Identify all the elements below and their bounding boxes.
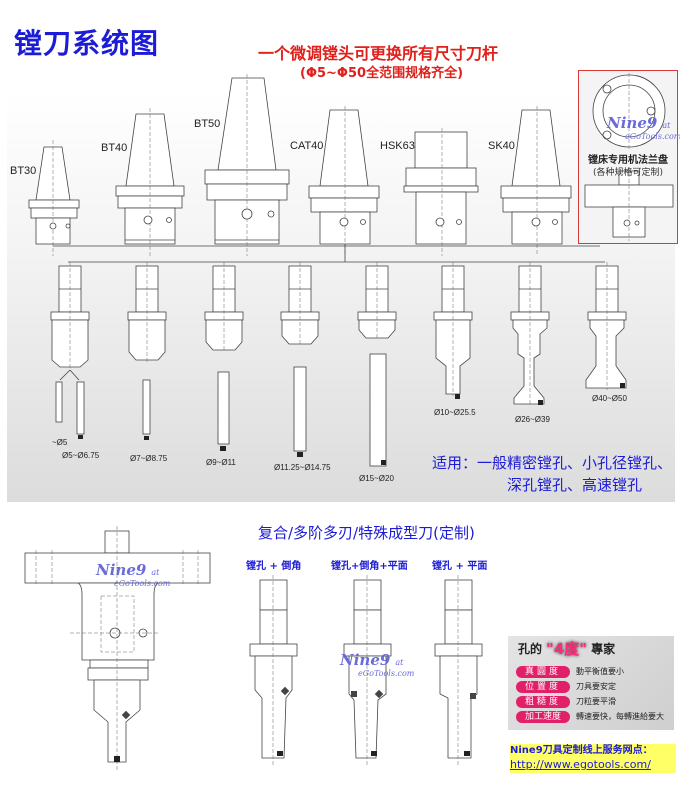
variant-label-1: 镗孔 + 倒角 xyxy=(246,561,302,572)
bar-range-7: Ø26~Ø39 xyxy=(515,415,550,424)
card-rows: 真圓度 動平衡值要小 位置度 刀具要安定 粗糙度 刀粒要平滑 加工速度 轉速要快… xyxy=(516,664,664,724)
custom-tools-drawing xyxy=(249,575,483,765)
flange-boring-drawing xyxy=(24,526,211,770)
footer-service: Nine9刀具定制线上服务网点： http://www.egotools.com… xyxy=(510,744,676,773)
holder-label-bt50: BT50 xyxy=(194,118,221,130)
footer-url-link[interactable]: http://www.egotools.com/ xyxy=(510,758,651,771)
boring-bars-drawing xyxy=(50,262,627,467)
card-header: 孔的 "4度" 專家 xyxy=(518,640,616,658)
boring-head-1-icon xyxy=(50,262,90,439)
subtitle-range: (Φ5~Φ50全范围规格齐全) xyxy=(300,66,464,81)
bar-range-4: Ø11.25~Ø14.75 xyxy=(274,463,331,472)
boring-head-3-icon xyxy=(204,262,244,451)
custom-section-title: 复合/多阶多刃/特殊成型刀(定制) xyxy=(258,524,475,542)
holder-sk40-icon xyxy=(500,106,572,256)
card-row-1: 真圓度 動平衡值要小 xyxy=(516,664,664,679)
tool-holders-drawing xyxy=(28,74,605,263)
lower-watermark-1: Nine9 at eGoTools.com xyxy=(96,561,171,588)
custom-tool-1-icon xyxy=(249,575,298,765)
flange-drawing-icon xyxy=(584,73,674,241)
holder-bt50-icon xyxy=(204,74,290,256)
card-row-3: 粗糙度 刀粒要平滑 xyxy=(516,694,664,709)
boring-head-6-icon xyxy=(433,262,473,399)
holder-label-sk40: SK40 xyxy=(488,140,515,152)
application-text: 适用：一般精密镗孔、小孔径镗孔、 深孔镗孔、高速镗孔 xyxy=(390,452,672,496)
holder-hsk63-icon xyxy=(403,128,479,256)
holder-bt30-icon xyxy=(28,140,80,256)
boring-head-4-icon xyxy=(280,262,320,457)
bar-range-2: Ø7~Ø8.75 xyxy=(130,454,168,463)
flange-caption: 镗床专用机法兰盘 xyxy=(588,155,668,166)
holder-cat40-icon xyxy=(308,106,380,256)
card-row-4: 加工速度 轉速要快，每轉進給要大 xyxy=(516,709,664,724)
holder-label-bt30: BT30 xyxy=(10,165,37,177)
application-line-2: 深孔镗孔、高速镗孔 xyxy=(506,476,642,494)
boring-head-8-icon xyxy=(585,262,627,390)
flange-watermark: Nine9 at eGoTools.com xyxy=(607,114,680,141)
page-title: 镗刀系统图 xyxy=(14,27,160,60)
bar-range-5: Ø15~Ø20 xyxy=(359,474,394,483)
footer-service-label: Nine9刀具定制线上服务网点： xyxy=(510,745,653,756)
boring-head-7-icon xyxy=(510,262,550,406)
variant-label-3: 镗孔 + 平面 xyxy=(432,561,488,572)
bar-range-1a: ~Ø5 xyxy=(52,438,68,447)
bar-range-1b: Ø5~Ø6.75 xyxy=(62,451,100,460)
holder-label-hsk63: HSK63 xyxy=(380,140,415,152)
holder-label-bt40: BT40 xyxy=(101,142,128,154)
four-degrees-card: 孔的 "4度" 專家 真圓度 動平衡值要小 位置度 刀具要安定 粗糙度 刀粒要平… xyxy=(508,636,674,730)
boring-head-2-icon xyxy=(127,262,167,440)
subtitle: 一个微调镗头可更换所有尺寸刀杆 xyxy=(258,44,499,63)
variant-label-2: 镗孔+倒角+平面 xyxy=(331,561,408,572)
application-line-1: 适用：一般精密镗孔、小孔径镗孔、 xyxy=(431,454,672,472)
flange-inset: Nine9 at eGoTools.com 镗床专用机法兰盘 (各种规格可定制) xyxy=(578,70,680,244)
custom-tool-2-icon xyxy=(343,575,392,765)
lower-watermark-2: Nine9 at eGoTools.com xyxy=(340,651,415,678)
holder-bt40-icon xyxy=(115,108,185,256)
flange-note: (各种规格可定制) xyxy=(592,168,664,178)
custom-tool-3-icon xyxy=(434,575,483,765)
bar-range-3: Ø9~Ø11 xyxy=(206,458,236,467)
bar-range-8: Ø40~Ø50 xyxy=(592,394,627,403)
boring-head-5-icon xyxy=(357,262,397,467)
bar-range-6: Ø10~Ø25.5 xyxy=(434,408,476,417)
holder-label-cat40: CAT40 xyxy=(290,140,324,152)
card-row-2: 位置度 刀具要安定 xyxy=(516,679,664,694)
